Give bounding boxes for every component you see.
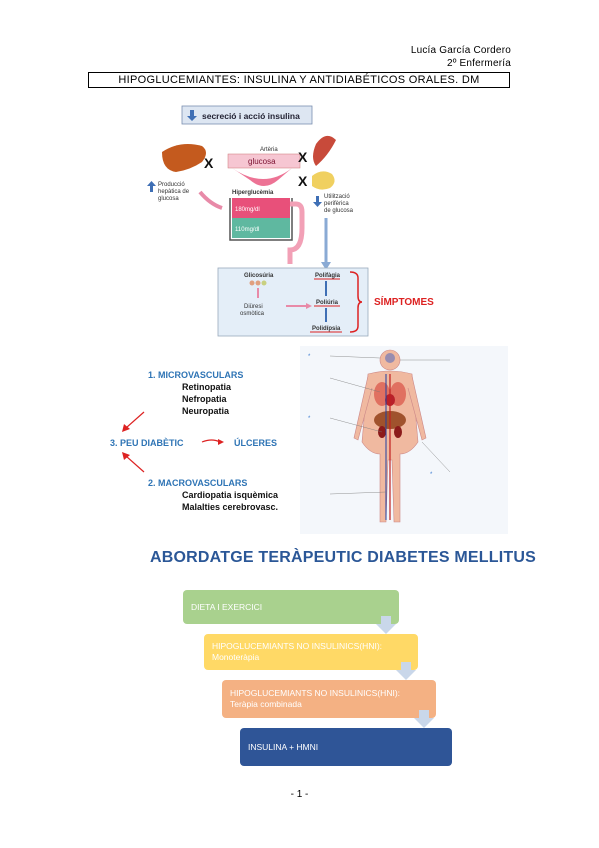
ulceres-label: ÚLCERES (234, 437, 277, 448)
tank-outline (229, 198, 293, 241)
human-body-illustration: * * * (300, 346, 508, 534)
macro-title: 2. MACROVASCULARS (148, 478, 247, 488)
complications-diagram: 1. MICROVASCULARS Retinopatia Nefropatia… (110, 346, 508, 534)
x-mark-muscle: X (298, 149, 308, 165)
x-mark-liver: X (204, 155, 214, 171)
step-insulin-hmni: INSULINA + HMNI (240, 728, 452, 766)
produccio-line1: Producció (158, 182, 185, 188)
chevron-down-icon (414, 710, 434, 728)
diuresi-line1: Diüresi (244, 304, 263, 310)
produccio-line3: glucosa (158, 196, 179, 202)
chevron-down-icon (376, 616, 396, 634)
author-course: 2º Enfermería (446, 58, 511, 69)
muscle-icon (313, 135, 336, 166)
down-arrow-icon (187, 110, 197, 121)
red-arrow-right (201, 439, 221, 443)
artery-band (227, 153, 301, 169)
micro-item-2: Nefropatia (182, 394, 228, 404)
top-label: secreció i acció insulina (202, 111, 300, 121)
poliuria-label: Poliúria (316, 300, 339, 306)
step-hni-monotherapy: HIPOGLUCEMIANTS NO INSULINICS(HNI): Mono… (204, 634, 418, 670)
glicosuria-label: Glicosúria (244, 273, 274, 279)
red-arrow-lower (125, 455, 145, 473)
page-number: - 1 - (290, 789, 309, 800)
arteria-label: Artèria (260, 147, 278, 153)
author-name: Lucía García Cordero (410, 45, 511, 56)
step-1-label: DIETA I EXERCICI (191, 601, 263, 612)
liver-to-tank-arrow (198, 190, 223, 210)
micro-title: 1. MICROVASCULARS (148, 370, 243, 380)
svg-text:*: * (308, 416, 311, 422)
hiperglucemia-label: Hiperglucèmia (232, 190, 274, 196)
glucosa-label: glucosa (248, 157, 276, 166)
tank-low (232, 218, 290, 238)
therapy-heading: ABORDATGE TERÀPEUTIC DIABETES MELLITUS (150, 549, 536, 566)
author-block: Lucía García Cordero 2º Enfermería (411, 44, 511, 70)
top-label-box (181, 105, 313, 125)
step-diet-exercise: DIETA I EXERCICI (183, 590, 399, 624)
peu-diabetic-label: 3. PEU DIABÈTIC (110, 438, 184, 448)
micro-item-3: Neuropatia (182, 406, 230, 416)
step-hni-combined: HIPOGLUCEMIANTS NO INSULINICS(HNI): Terà… (222, 680, 436, 718)
polidipsia-label: Polidípsia (312, 326, 341, 332)
document-title: HIPOGLUCEMIANTES: INSULINA Y ANTIDIABÉTI… (88, 72, 510, 88)
symptoms-bracket (349, 271, 363, 333)
up-arrow-icon (147, 181, 156, 192)
down-arrow-icon-right (313, 196, 322, 207)
complications-figure: 1. MICROVASCULARS Retinopatia Nefropatia… (100, 342, 510, 538)
diuresi-line2: osmòtica (240, 311, 265, 317)
step-3-label: HIPOGLUCEMIANTS NO INSULINICS(HNI): Terà… (230, 688, 401, 709)
red-arrow-upper (125, 411, 145, 429)
svg-text:*: * (430, 472, 433, 478)
macro-item-1: Cardiopatia isquèmica (182, 490, 279, 500)
chevron-down-icon (396, 662, 416, 680)
insulin-pathophysiology-diagram: secreció i acció insulina Artèria glucos… (147, 105, 434, 337)
svg-text:*: * (308, 354, 311, 360)
utilitzacio-line3: de glucosa (324, 208, 354, 214)
symptoms-box (217, 267, 369, 337)
fat-tissue-icon (312, 171, 335, 190)
tank-high (232, 198, 290, 218)
utilitzacio-line1: Utilització (324, 194, 350, 200)
macro-item-2: Malalties cerebrovasc. (182, 502, 278, 512)
produccio-line2: hepàtica de (158, 189, 190, 195)
overflow-pipe (287, 201, 305, 264)
level-low: 110mg/dl (235, 227, 259, 233)
micro-item-1: Retinopatia (182, 382, 232, 392)
x-mark-fat: X (298, 173, 308, 189)
step-2-label: HIPOGLUCEMIANTS NO INSULINICS(HNI): Mono… (212, 641, 383, 662)
level-high: 180mg/dl (235, 207, 260, 213)
liver-icon (162, 144, 206, 172)
polifagia-label: Polifàgia (315, 273, 341, 279)
step-4-label: INSULINA + HMNI (248, 741, 319, 752)
utilitzacio-line2: perifèrica (324, 201, 349, 207)
simptomes-label: SÍMPTOMES (374, 295, 434, 308)
artery-funnel (232, 168, 292, 186)
